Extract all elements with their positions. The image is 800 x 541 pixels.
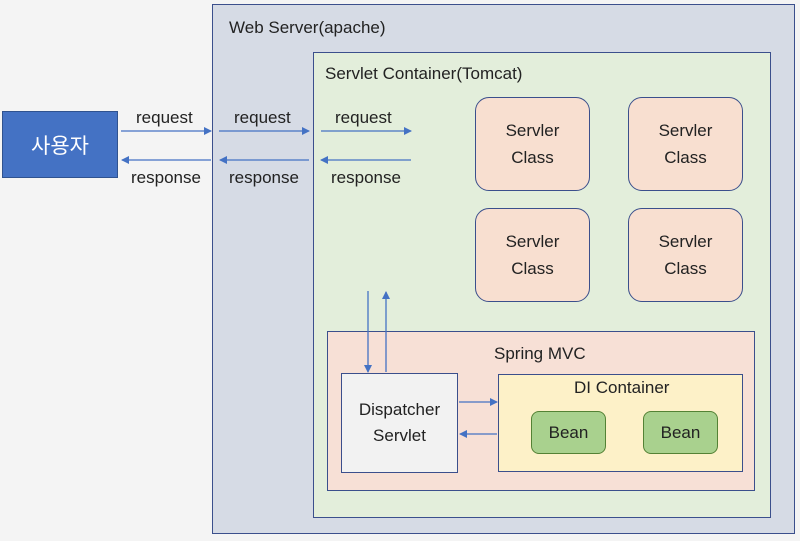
servlet-class-line1: Servler — [658, 232, 713, 251]
bean-label: Bean — [660, 422, 701, 442]
request-label: request — [234, 108, 291, 127]
servlet-class-line2: Class — [664, 148, 707, 167]
servlet-class-line2: Class — [664, 259, 707, 278]
dispatcher-line2: Servlet — [373, 426, 426, 445]
user-label: 사용자 — [31, 134, 89, 158]
bean-box: Bean — [531, 411, 606, 454]
request-label: request — [335, 108, 392, 127]
web-server-title: Web Server(apache) — [229, 18, 386, 37]
spring-mvc-title: Spring MVC — [494, 344, 586, 363]
user-box: 사용자 — [2, 111, 118, 178]
servlet-container-title: Servlet Container(Tomcat) — [325, 64, 523, 83]
bean-box: Bean — [643, 411, 718, 454]
servlet-class-line1: Servler — [505, 121, 560, 140]
servlet-class-line1: Servler — [505, 232, 560, 251]
servlet-class-line2: Class — [511, 259, 554, 278]
servlet-class-line2: Class — [511, 148, 554, 167]
dispatcher-line1: Dispatcher — [358, 400, 441, 419]
response-label: response — [131, 168, 201, 187]
response-label: response — [331, 168, 401, 187]
response-label: response — [229, 168, 299, 187]
di-container-title: DI Container — [574, 378, 670, 397]
servlet-class-line1: Servler — [658, 121, 713, 140]
request-label: request — [136, 108, 193, 127]
bean-label: Bean — [548, 422, 589, 442]
